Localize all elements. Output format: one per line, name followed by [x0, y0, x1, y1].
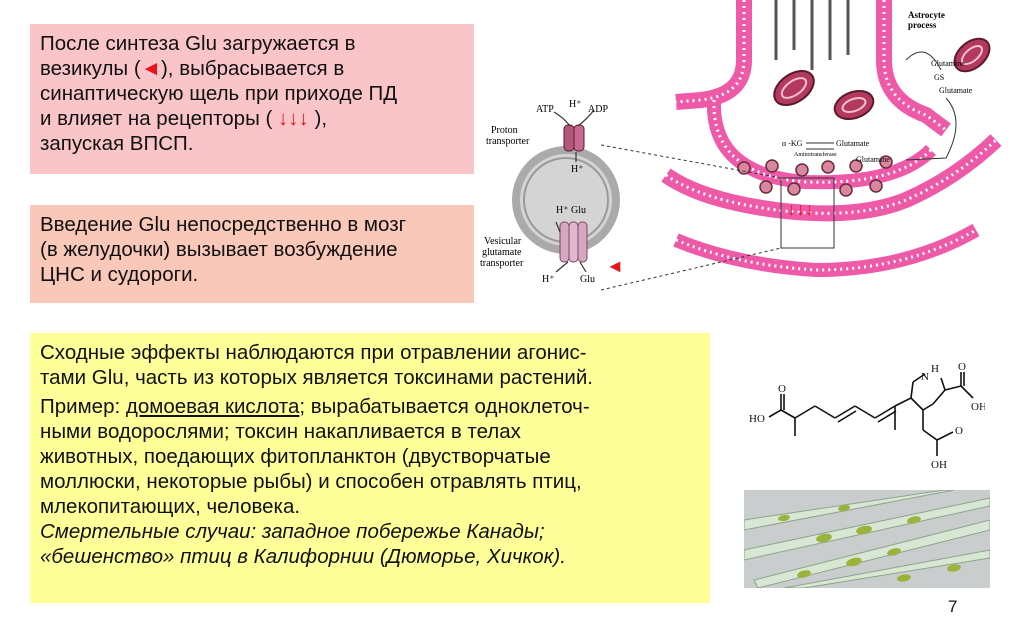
atom-ho: HO	[749, 413, 765, 425]
text-line: «бешенство» птиц в Калифорнии (Дюморье, …	[40, 545, 566, 568]
atom-o: O	[778, 383, 786, 395]
label-hplus: H⁺	[542, 274, 555, 285]
text-line: Сходные эффекты наблюдаются при отравлен…	[40, 341, 587, 364]
label-hplus: H⁺	[569, 99, 582, 110]
label-glutamine: Glutamine	[931, 59, 965, 68]
label-glutamate: Glutamate	[836, 139, 870, 148]
text-line: После синтеза Glu загружается в	[40, 32, 356, 55]
label-glutamate: Glutamate	[939, 86, 973, 95]
label-hplus-glu: H⁺ Glu	[556, 205, 586, 216]
atom-o: O	[958, 361, 966, 373]
paragraph-agonists: Сходные эффекты наблюдаются при отравлен…	[40, 340, 700, 390]
text-line: животных, поедающих фитопланктон (двуств…	[40, 445, 551, 468]
text-line: синаптическую щель при приходе ПД	[40, 82, 398, 105]
microtubules	[774, 0, 850, 70]
info-box-domoic-acid: Сходные эффекты наблюдаются при отравлен…	[30, 333, 710, 603]
text-line: моллюски, некоторые рыбы) и способен отр…	[40, 470, 582, 493]
vglut-transporter-icon	[559, 221, 588, 263]
info-box-glu-synthesis: После синтеза Glu загружается в везикулы…	[30, 24, 474, 174]
label-process: process	[908, 20, 937, 30]
transport-arrows	[553, 109, 595, 273]
atom-oh: OH	[971, 401, 985, 413]
red-down-arrows-icon: ↓↓↓	[278, 107, 309, 130]
atom-oh: OH	[931, 459, 947, 471]
proton-transporter-icon	[563, 124, 585, 152]
label-akg: α -KG	[782, 139, 803, 148]
zoom-line	[600, 247, 782, 291]
label-glutamate: glutamate	[482, 247, 522, 258]
label-atp: ATP	[536, 104, 554, 115]
synaptic-vesicles	[737, 155, 893, 197]
presynaptic-membrane	[675, 0, 951, 190]
postsynaptic-membrane	[661, 134, 1002, 278]
atom-h: H	[931, 363, 939, 375]
text-line: млекопитающих, человека.	[40, 495, 301, 518]
label-vesicular: Vesicular	[484, 236, 522, 247]
metabolic-arrows	[806, 51, 957, 161]
atom-n: N	[921, 371, 929, 383]
label-astrocyte: Astrocyte	[908, 10, 945, 20]
text-line: ными водорослями; токсин накапливается в…	[40, 420, 521, 443]
label-transporter: transporter	[480, 258, 524, 269]
text-line: везикулы (◄), выбрасывается в	[40, 57, 345, 80]
info-box-glu-injection: Введение Glu непосредственно в мозг (в ж…	[30, 205, 474, 303]
red-down-arrows-icon: ↓↓↓	[787, 199, 814, 219]
text-line: Пример: домоевая кислота; вырабатывается…	[40, 395, 590, 418]
page-number: 7	[948, 597, 958, 616]
label-glu: Glu	[580, 274, 595, 285]
label-aminotransferase: Aminotransferase	[794, 151, 837, 158]
text-line: тами Glu, часть из которых является токс…	[40, 366, 593, 389]
synapse-diagram: ↓↓↓ ATP H⁺ ADP Proton transporter H⁺ H⁺ …	[480, 0, 1002, 291]
red-arrow-icon: ◄	[606, 256, 624, 276]
label-hplus: H⁺	[571, 164, 584, 175]
label-gs: GS	[934, 73, 944, 82]
text-line: запуская ВПСП.	[40, 132, 194, 155]
pseudo-nitzschia-micrograph	[744, 490, 990, 588]
mitochondria	[773, 37, 991, 121]
label-glutamine: Glutamine	[856, 155, 890, 164]
text-line: Введение Glu непосредственно в мозг	[40, 213, 407, 236]
paragraph-example: Пример: домоевая кислота; вырабатывается…	[40, 394, 700, 569]
atom-o: O	[955, 425, 963, 437]
zoom-line	[600, 144, 782, 179]
red-arrow-icon: ◄	[140, 57, 161, 80]
text-line: (в желудочки) вызывает возбуждение	[40, 238, 398, 261]
vesicle-zoom-box	[780, 177, 835, 249]
label-proton: Proton	[491, 125, 518, 136]
text-line: ЦНС и судороги.	[40, 263, 199, 286]
text-line: и влияет на рецепторы ( ↓↓↓ ),	[40, 107, 328, 130]
label-adp: ADP	[588, 104, 608, 115]
text-line: Смертельные случаи: западное побережье К…	[40, 520, 545, 543]
domoic-acid-link[interactable]: домоевая кислота	[125, 395, 300, 418]
label-transporter: transporter	[486, 136, 530, 147]
domoic-acid-structure: N H HO O OH O OH O	[749, 361, 985, 471]
enlarged-vesicle	[512, 146, 620, 254]
